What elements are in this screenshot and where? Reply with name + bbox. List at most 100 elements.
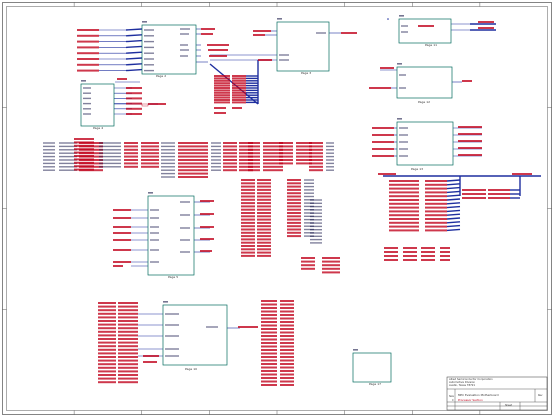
block-title-page13: Page 13 — [411, 167, 424, 171]
pin-label — [180, 201, 190, 203]
pin-label — [144, 52, 154, 54]
net-label — [279, 159, 293, 161]
pin-label — [310, 199, 322, 201]
net-label — [478, 27, 494, 29]
net-label — [389, 214, 419, 217]
net-label — [389, 206, 419, 209]
net-label-layer — [43, 21, 532, 386]
pin-label — [304, 225, 314, 227]
net-label — [126, 102, 142, 105]
block-title-page10: Page 10 — [185, 367, 198, 371]
net-label — [113, 226, 131, 228]
title-block — [446, 376, 548, 411]
net-label — [241, 235, 255, 238]
net-label — [241, 254, 255, 257]
net-label — [209, 55, 227, 57]
pin-label — [59, 145, 77, 148]
net-label — [214, 79, 230, 82]
net-label — [232, 84, 246, 87]
net-label — [98, 345, 116, 348]
block-title-page2: Page 2 — [156, 74, 167, 78]
pin-label — [165, 313, 179, 315]
net-label — [113, 239, 131, 241]
net-label — [118, 334, 138, 337]
pin-label — [165, 335, 179, 337]
net-label — [223, 142, 237, 144]
pin-label — [161, 159, 175, 161]
net-label — [241, 241, 255, 244]
net-label — [257, 212, 271, 214]
title-doc: MPC Evaluation Motherboard — [458, 393, 499, 397]
pin-label — [83, 108, 91, 110]
net-label — [462, 189, 486, 191]
pin-label — [310, 229, 322, 231]
net-label — [241, 205, 255, 208]
net-label — [214, 96, 230, 99]
pin-label — [211, 169, 221, 171]
net-label — [126, 113, 142, 115]
wire — [446, 224, 461, 228]
net-label — [287, 225, 301, 228]
net-label — [261, 370, 277, 372]
net-label — [118, 366, 138, 369]
net-label — [178, 155, 208, 158]
net-label — [117, 78, 127, 80]
pin-label — [310, 238, 322, 241]
pin-label — [161, 162, 175, 165]
net-label — [425, 180, 447, 182]
pin-label — [304, 199, 314, 201]
net-label — [241, 225, 255, 228]
wire — [446, 186, 461, 190]
net-label — [118, 348, 138, 351]
pin-label — [180, 239, 190, 241]
wire — [125, 45, 143, 49]
net-label — [98, 359, 116, 362]
net-label — [232, 99, 246, 101]
net-label — [200, 200, 214, 202]
block-page13 — [396, 121, 454, 166]
net-label — [241, 251, 255, 254]
net-label — [241, 215, 255, 218]
net-label — [98, 363, 116, 366]
net-label — [239, 148, 253, 151]
pin-label — [304, 185, 314, 188]
net-label — [287, 182, 301, 185]
net-label — [296, 155, 312, 158]
wire — [446, 213, 461, 216]
net-label — [253, 34, 265, 36]
pin-label — [59, 159, 77, 161]
pin-label — [161, 149, 175, 151]
block-page4-ref — [81, 80, 86, 82]
net-label — [425, 225, 447, 228]
wire — [446, 228, 461, 232]
net-label — [214, 91, 230, 94]
pin-label — [279, 54, 289, 56]
net-label — [261, 384, 277, 386]
net-label — [113, 249, 131, 251]
net-label — [389, 218, 419, 220]
title-sheet-label: Sheet — [505, 404, 512, 407]
net-label — [279, 152, 293, 155]
title-company-2: Automotive Division — [449, 381, 476, 384]
net-label — [280, 303, 294, 306]
block-page17-ref — [353, 349, 358, 351]
net-label — [141, 152, 159, 155]
net-label — [440, 259, 450, 261]
net-label — [287, 231, 301, 234]
pin-label — [310, 225, 322, 228]
net-label — [384, 259, 398, 261]
net-label — [257, 241, 271, 244]
block-title-page11: Page 11 — [425, 43, 438, 47]
net-label — [372, 155, 394, 157]
wire — [125, 57, 143, 60]
net-label — [223, 155, 237, 158]
net-label — [118, 302, 138, 304]
net-label — [241, 248, 255, 251]
net-label — [141, 142, 159, 144]
net-label — [257, 205, 271, 208]
net-label — [248, 148, 260, 151]
net-label — [287, 205, 301, 208]
pin-label — [304, 189, 314, 191]
net-label — [118, 359, 138, 362]
net-label — [118, 381, 138, 384]
